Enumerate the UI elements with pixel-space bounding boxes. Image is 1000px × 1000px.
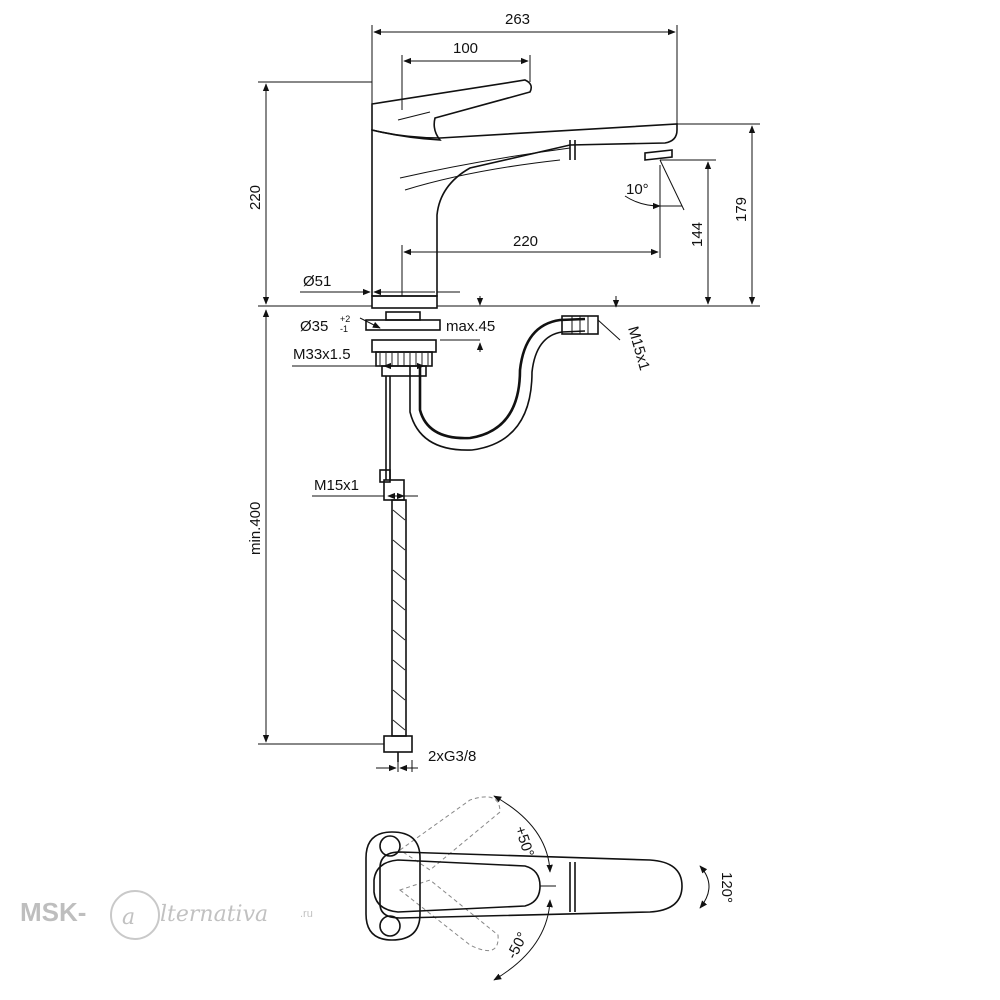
base-plate [365,831,421,941]
dim-lever-length: 100 [453,40,478,57]
dim-outlet-height: 144 [689,222,706,247]
dim-body-height: 220 [247,185,264,210]
dim-spout-height: 179 [733,197,750,222]
watermark-prefix: MSK- [20,897,86,927]
watermark-at-icon [110,890,160,940]
faucet-side-view [371,79,678,309]
dim-base-diameter: Ø51 [303,273,331,290]
dim-hose-thread-mid: M15x1 [314,477,359,494]
dim-spout-angle: 10° [626,181,649,198]
rotation-minus-label: -50° [504,929,532,961]
dim-mount-thread: M33x1.5 [293,346,351,363]
spout-swivel-label: 120° [718,872,735,903]
dim-hole-tolerance-upper: +2 [340,314,350,324]
spout-plan [379,851,683,919]
faucet-plan-view [365,795,710,981]
dim-overall-width: 263 [505,11,530,28]
faucet-body [371,123,678,297]
watermark: MSK- a lternativa .ru [20,890,313,940]
pullout-hose [409,315,599,451]
rotation-plus-label: +50° [511,824,537,859]
dim-connection: 2xG3/8 [428,748,476,765]
watermark-a-glyph: a [122,905,135,930]
dim-hole-tolerance-lower: -1 [340,324,348,334]
dim-min-length: min.400 [247,502,264,555]
dim-hose-thread-top: M15x1 [624,324,653,372]
dim-hole-diameter: Ø35 [300,318,328,335]
watermark-script: lternativa [160,902,268,927]
dim-max-thickness: max.45 [446,318,495,335]
watermark-tld: .ru [300,908,313,920]
lever-plan [373,859,541,913]
supply-hoses [379,376,413,762]
braided-hose [391,499,407,737]
dimension-lines [258,25,760,772]
dim-spout-reach: 220 [513,233,538,250]
faucet-lever [371,79,532,141]
plan-view-labels: +50° -50° 120° [504,824,735,962]
